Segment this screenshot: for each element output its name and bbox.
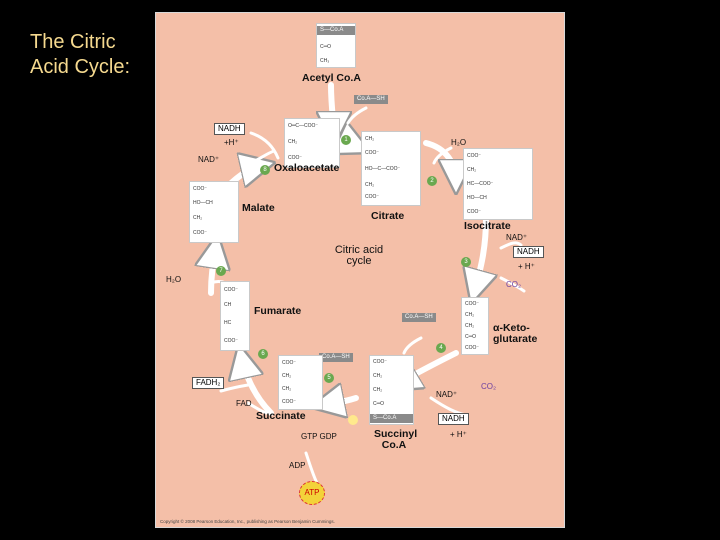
structure-line: CH [224,302,232,308]
h2o-2: H₂O [166,275,182,284]
structure-line: HO—CH [193,200,213,206]
coa-sh-badge-1: Co.A—SH [354,95,388,104]
co2-2: CO₂ [481,382,497,391]
coa-sh-badge-3: Co.A—SH [319,353,353,362]
structure-line: C═O [320,44,332,50]
succinate-structure: COO⁻ CH₂ CH₂ COO⁻ [278,355,323,410]
arrow-step6 [241,355,274,416]
structure-line: CH₂ [193,215,203,221]
coa-sh-badge-2: Co.A—SH [402,313,436,322]
fumarate-label: Fumarate [254,305,302,317]
oxaloacetate-label: Oxaloacetate [274,162,340,174]
succinyl-coa-structure: COO⁻ CH₂ CH₂ C═O S—Co.A [369,355,414,425]
fadh2: FADH₂ [192,377,225,389]
structure-line: CH₂ [282,373,292,379]
fumarate-structure: COO⁻ CH HC COO⁻ [220,281,250,351]
structure-line: HO—CH [467,195,487,201]
step-8-badge: 8 [260,165,270,175]
acetyl-coa-label: Acetyl Co.A [302,72,361,84]
structure-line: HC—COO⁻ [467,181,494,187]
structure-line: COO⁻ [288,155,303,161]
gtp-gdp: GTP GDP [301,432,337,441]
structure-line: CH₂ [365,182,375,188]
structure-line: COO⁻ [224,287,239,293]
fad: FAD [236,399,252,408]
malate-structure: COO⁻ HO—CH CH₂ COO⁻ [189,181,239,243]
succinyl-coa-label: Succinyl Co.A [374,428,418,451]
structure-line: CH₂ [288,139,298,145]
atp-burst: ATP [299,481,325,505]
alpha-ketoglutarate-structure: COO⁻ CH₂ CH₂ C═O COO⁻ [461,297,489,355]
nad-1: NAD⁺ [198,155,220,164]
center-label: Citric acid cycle [334,244,384,267]
structure-line: CH₂ [465,312,475,318]
structure-line: CH₃ [320,58,330,64]
structure-line: COO⁻ [193,230,208,236]
arrow-step7 [211,245,216,296]
h2o-1: H₂O [451,138,467,147]
step-3-badge: 3 [461,257,471,267]
structure-line: COO⁻ [282,360,297,366]
structure-line: C═O [465,334,477,340]
structure-line: COO⁻ [365,150,380,156]
structure-line: COO⁻ [193,186,208,192]
structure-line: CH₂ [373,373,383,379]
nadh-3: NADH [438,413,469,425]
h-plus-2: + H⁺ [518,262,535,271]
structure-line: COO⁻ [282,399,297,405]
step-7-badge: 7 [216,266,226,276]
h-plus-3: + H⁺ [450,430,467,439]
structure-line: HC [224,320,232,326]
alpha-ketoglutarate-label: α-Keto-glutarate [493,322,538,345]
structure-line: COO⁻ [373,359,388,365]
citrate-structure: CH₂ COO⁻ HO—C—COO⁻ CH₂ COO⁻ [361,131,421,206]
structure-line: CH₂ [465,323,475,329]
co2-1: CO₂ [506,280,522,289]
structure-line: CH₂ [282,386,292,392]
gtp-marker [348,415,358,425]
structure-line: S—Co.A [370,414,413,423]
structure-line: S—Co.A [317,26,355,35]
acetyl-coa-structure: S—Co.A C═O CH₃ [316,23,356,68]
structure-line: CH₂ [365,136,375,142]
nad-2: NAD⁺ [506,233,528,242]
structure-line: CH₂ [467,167,477,173]
step-4-badge: 4 [436,343,446,353]
arrow-step3 [474,215,486,293]
nadh-1: NADH [214,123,245,135]
structure-line: COO⁻ [467,209,482,215]
adp: ADP [289,461,306,470]
structure-line: COO⁻ [465,345,480,351]
structure-line: C═O [373,401,385,407]
slide-title: The Citric Acid Cycle: [30,31,131,78]
structure-line: HO—C—COO⁻ [365,166,401,172]
arrow-step5 [321,398,359,405]
structure-line: CH₂ [373,387,383,393]
step-1-badge: 1 [341,135,351,145]
cycle-arrows [156,82,526,487]
structure-line: COO⁻ [365,194,380,200]
succinate-label: Succinate [256,410,306,422]
malate-label: Malate [242,202,275,214]
step-6-badge: 6 [258,349,268,359]
citrate-label: Citrate [371,210,405,222]
nadh-2: NADH [513,246,544,258]
structure-line: COO⁻ [224,338,239,344]
nad-3: NAD⁺ [436,390,458,399]
oxaloacetate-structure: O═C—COO⁻ CH₂ COO⁻ [284,118,340,168]
isocitrate-structure: COO⁻ CH₂ HC—COO⁻ HO—CH COO⁻ [463,148,533,220]
arrow-step2 [423,140,456,183]
structure-line: O═C—COO⁻ [288,123,319,129]
isocitrate-label: Isocitrate [464,220,511,232]
structure-line: COO⁻ [465,301,480,307]
step-2-badge: 2 [427,176,437,186]
citric-acid-cycle-figure: S—Co.A C═O CH₃ Acetyl Co.A Co.A—SH O═C—C… [155,12,565,528]
copyright-notice: Copyright © 2008 Pearson Education, Inc.… [160,519,335,524]
step-5-badge: 5 [324,373,334,383]
h-plus-1: +H⁺ [224,138,239,147]
structure-line: COO⁻ [467,153,482,159]
